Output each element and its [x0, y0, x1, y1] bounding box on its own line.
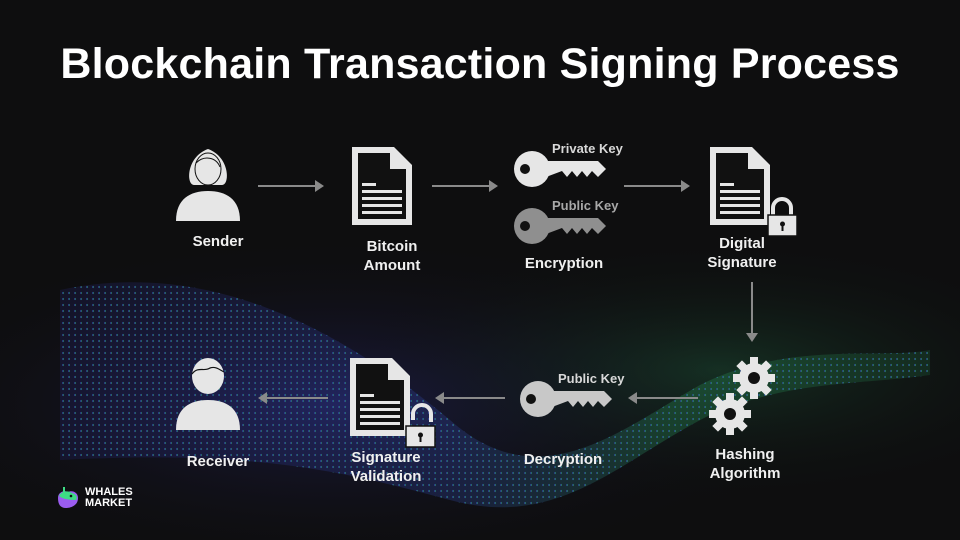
- logo-text: WHALES MARKET: [85, 487, 133, 509]
- document-unlocked-icon: [350, 358, 436, 448]
- flow-arrow: [258, 392, 328, 404]
- label-line: Signature: [351, 449, 421, 466]
- dotted-wave-background: [0, 200, 960, 540]
- female-user-icon: [176, 149, 240, 221]
- public-key-label: Public Key: [552, 198, 619, 213]
- flow-arrow: [624, 180, 690, 192]
- node-label: Signature Validation: [296, 448, 476, 486]
- public-key-label: Public Key: [558, 371, 625, 386]
- document-locked-icon: [710, 147, 798, 237]
- logo-text-line1: WHALES: [85, 486, 133, 498]
- flow-arrow: [435, 392, 505, 404]
- label-line: Algorithm: [709, 465, 781, 482]
- label-line: Amount: [363, 257, 421, 274]
- node-label: Sender: [192, 233, 244, 250]
- private-key-icon: [514, 151, 606, 187]
- label-line: Signature: [707, 254, 777, 271]
- page-title: Blockchain Transaction Signing Process: [60, 40, 900, 88]
- label-line: Bitcoin: [366, 238, 418, 255]
- node-label: Decryption: [523, 451, 603, 468]
- whale-logo-icon: [58, 487, 78, 508]
- flow-arrow: [432, 180, 498, 192]
- label-line: Validation: [350, 468, 422, 485]
- male-user-icon: [176, 358, 240, 430]
- flow-arrow: [258, 180, 324, 192]
- node-label: Bitcoin Amount: [302, 237, 482, 275]
- private-key-label: Private Key: [552, 141, 623, 156]
- flow-arrow-down: [746, 282, 758, 342]
- whales-market-logo: WHALES MARKET: [56, 486, 133, 510]
- gears-icon: [709, 357, 775, 435]
- flow-arrow: [628, 392, 698, 404]
- document-icon: [352, 147, 412, 225]
- label-line: Hashing: [715, 446, 775, 463]
- public-key-icon: [514, 208, 606, 244]
- node-label: Receiver: [186, 453, 250, 470]
- public-key-icon: [520, 381, 612, 417]
- label-line: Digital: [719, 235, 765, 252]
- node-label: Encryption: [524, 255, 604, 272]
- node-label: Hashing Algorithm: [655, 445, 835, 483]
- node-label: Digital Signature: [652, 234, 832, 272]
- logo-text-line2: MARKET: [85, 497, 133, 509]
